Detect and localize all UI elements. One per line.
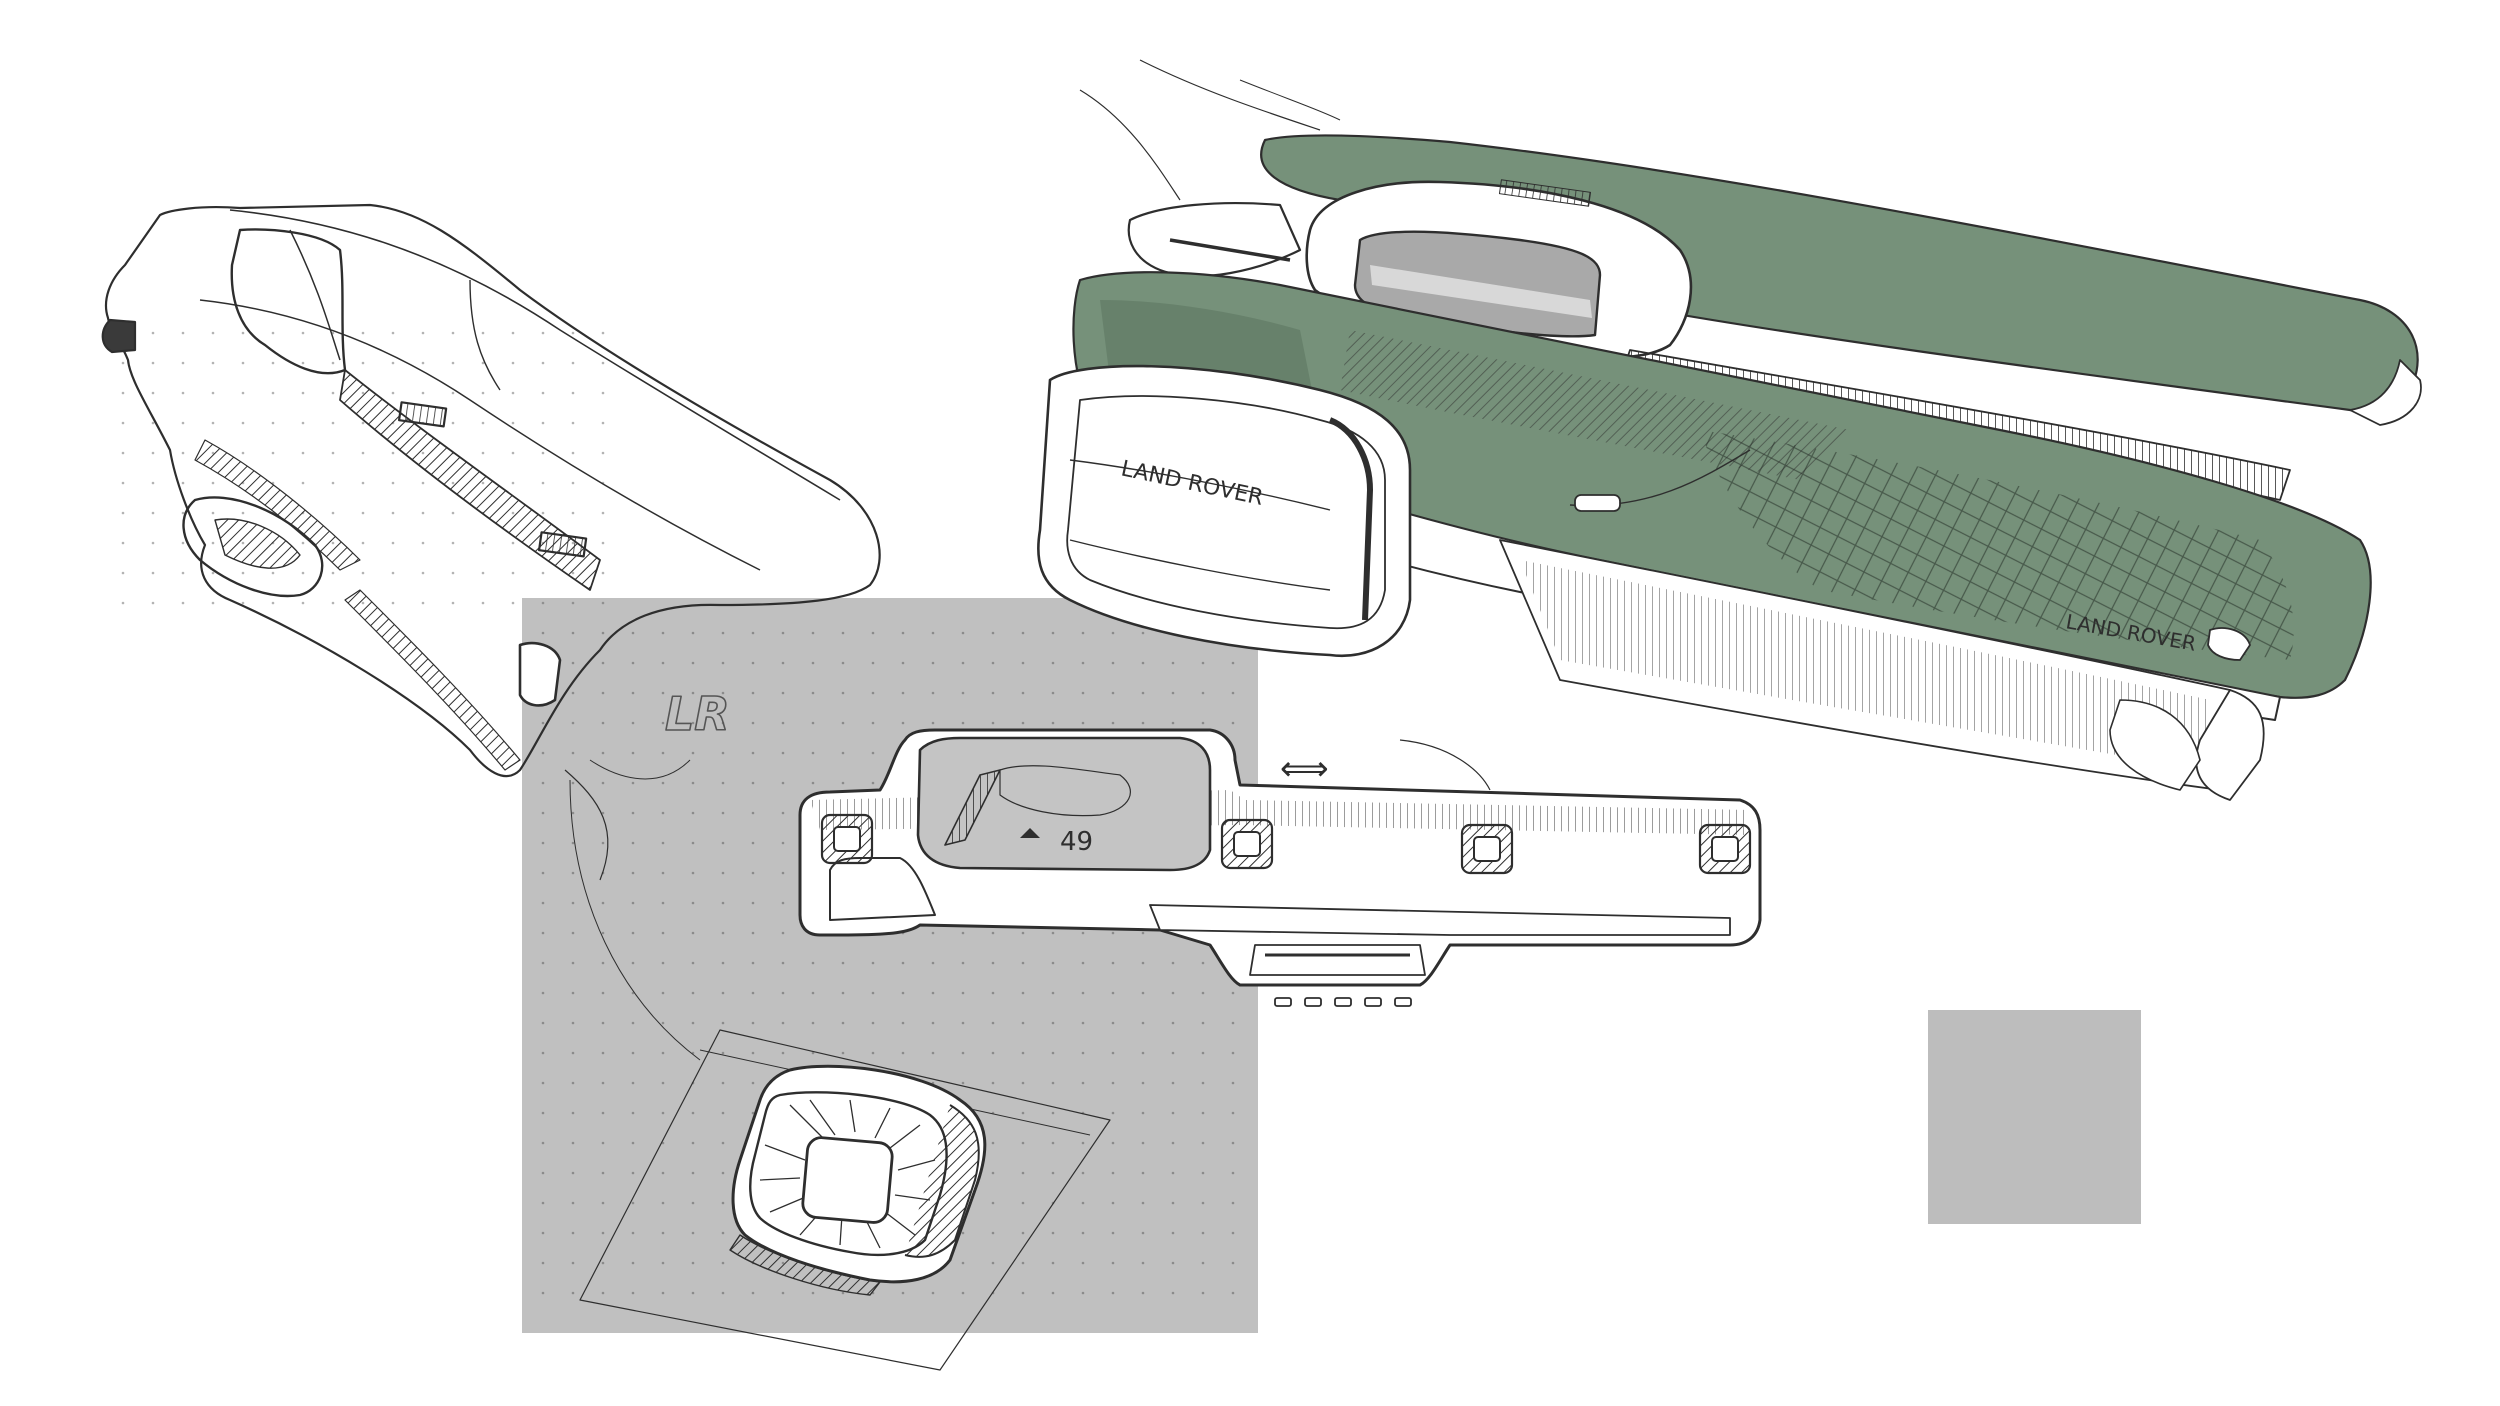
dashboard-side-view-sketch: LR xyxy=(101,203,881,1061)
display-speed-readout: 49 xyxy=(1060,827,1093,857)
air-vent-detail-sketch xyxy=(579,1029,1111,1371)
double-arrow-icon: ⟺ xyxy=(1280,749,1329,789)
lr-badge-text: LR xyxy=(665,687,730,741)
gray-color-swatch xyxy=(1928,1010,2141,1224)
instrument-panel-front-sketch: 49 ⟺ xyxy=(798,728,1762,1007)
dashboard-perspective-green-sketch: LAND ROVER LAND ROVER xyxy=(1037,59,2422,801)
